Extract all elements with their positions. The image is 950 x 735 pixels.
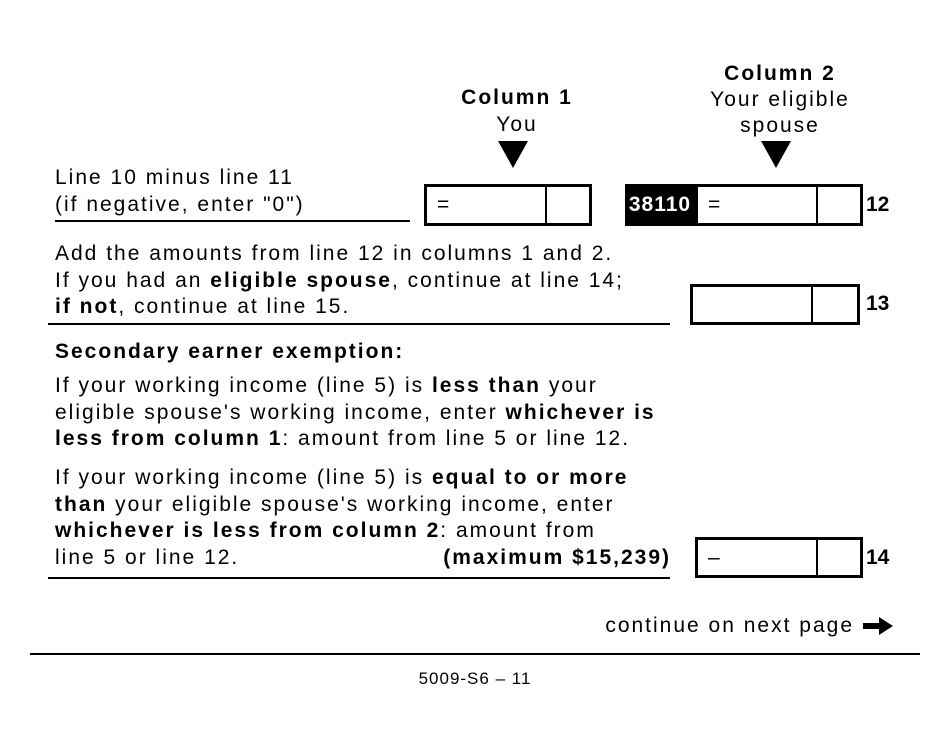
line14-section-rule: [48, 577, 670, 579]
page-identifier: 5009-S6 – 11: [418, 669, 532, 688]
paragraph1-line2: eligible spouse's working income, enter …: [55, 400, 656, 424]
minus-sign: –: [708, 545, 722, 569]
column1-header: Column 1 You: [432, 84, 602, 138]
column2-header: Column 2 Your eligible spouse: [695, 61, 865, 139]
line14-amount-box: –: [695, 537, 863, 578]
column2-pointer-triangle-icon: [761, 141, 791, 168]
continue-note-text: continue on next page: [605, 614, 854, 637]
line13-number: 13: [866, 292, 890, 315]
secondary-earner-paragraph1: If your working income (line 5) is less …: [55, 373, 656, 453]
line13-amount-box: [690, 284, 860, 325]
continue-note: continue on next page: [480, 614, 895, 638]
equals-sign: =: [437, 193, 452, 216]
column1-subtitle: You: [496, 113, 538, 136]
footer-rule: [30, 653, 920, 655]
arrow-right-icon: [863, 617, 893, 635]
paragraph1-line1: If your working income (line 5) is less …: [55, 374, 598, 397]
line13-instructions-line2: If you had an eligible spouse, continue …: [55, 268, 624, 292]
line12-underline: [55, 220, 410, 222]
paragraph2-line1: If your working income (line 5) is equal…: [55, 466, 629, 489]
cents-divider: [816, 540, 818, 575]
cents-divider: [816, 187, 818, 223]
column1-title: Column 1: [461, 86, 573, 109]
line13-instructions-line3: if not, continue at line 15.: [55, 295, 351, 318]
equals-sign: =: [708, 193, 723, 216]
paragraph2-line4-text: line 5 or line 12.: [55, 545, 240, 569]
secondary-earner-paragraph2: If your working income (line 5) is equal…: [55, 465, 671, 571]
line12-number: 12: [866, 193, 890, 216]
line13-instructions-line1: Add the amounts from line 12 in columns …: [55, 242, 614, 265]
paragraph2-line2: than your eligible spouse's working inco…: [55, 492, 615, 516]
line12-col2-amount-box: =: [695, 184, 863, 226]
line12-label: Line 10 minus line 11 (if negative, ente…: [55, 164, 305, 218]
column2-subtitle-line2: spouse: [740, 114, 820, 137]
column2-subtitle-line1: Your eligible: [710, 88, 850, 111]
line13-section-rule: [48, 323, 670, 325]
paragraph1-line3: less from column 1: amount from line 5 o…: [55, 427, 631, 450]
cents-divider: [811, 287, 813, 322]
column1-pointer-triangle-icon: [498, 141, 528, 168]
line12-field-code-tag: 38110: [625, 184, 695, 226]
line12-label-line2: (if negative, enter "0"): [55, 193, 305, 216]
paragraph2-line3: whichever is less from column 2: amount …: [55, 519, 596, 542]
line14-number: 14: [866, 546, 890, 569]
line12-col1-amount-box: =: [424, 184, 592, 226]
cents-divider: [545, 187, 547, 223]
column2-title: Column 2: [724, 62, 836, 85]
paragraph2-line4: line 5 or line 12. (maximum $15,239): [55, 545, 671, 572]
maximum-amount-note: (maximum $15,239): [443, 545, 671, 569]
line12-label-line1: Line 10 minus line 11: [55, 166, 294, 189]
secondary-earner-heading: Secondary earner exemption:: [55, 340, 405, 363]
line13-instructions: Add the amounts from line 12 in columns …: [55, 241, 624, 321]
